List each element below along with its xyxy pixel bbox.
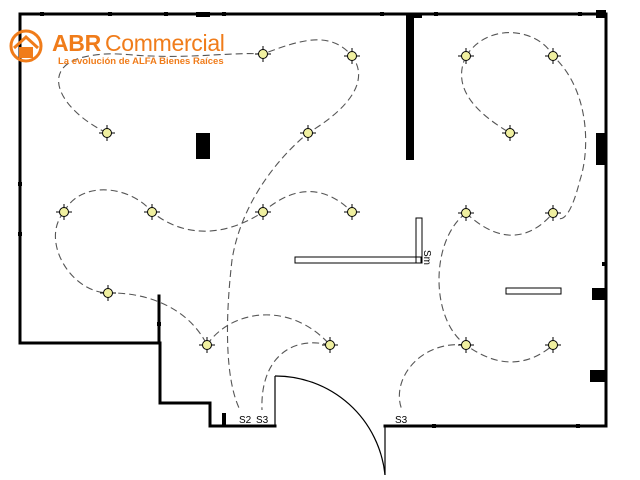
light-fixture-icon [344, 204, 360, 220]
counter-right [505, 287, 562, 295]
brand-tagline: La evolución de ALFA Bienes Raíces [58, 56, 224, 67]
column-right-3 [590, 370, 606, 382]
wall-left-outline [18, 12, 277, 428]
brand-rest: Commercial [104, 30, 225, 56]
light-fixture-icon [458, 205, 474, 221]
partition-center [406, 14, 414, 160]
outlets [18, 12, 606, 428]
lights [56, 46, 561, 353]
door-swing-arc [274, 375, 386, 476]
light-fixture-icon [545, 337, 561, 353]
outlet [434, 12, 438, 16]
light-fixture-icon [458, 48, 474, 64]
counter-upright [415, 217, 423, 264]
door [274, 375, 386, 476]
column-right-2 [592, 288, 606, 300]
light-fixture-icon [502, 125, 518, 141]
outlet [18, 182, 22, 186]
light-fixture-icon [344, 48, 360, 64]
light-fixture-icon [199, 337, 215, 353]
walls [18, 12, 608, 428]
circuits [54, 32, 587, 411]
counter-long [294, 256, 422, 264]
wall-top-mark-2 [596, 10, 606, 18]
switch-label-s2: S2 [239, 415, 252, 426]
brand-abbr: ABR [52, 30, 101, 56]
wall-main-outline [18, 12, 608, 428]
circuit-right-upper [461, 32, 587, 236]
light-fixture-icon [545, 48, 561, 64]
circuit-lower-middle [206, 314, 331, 411]
light-fixture-icon [255, 204, 271, 220]
circuit-top-left [58, 39, 360, 411]
outlet [108, 12, 112, 16]
outlet [432, 424, 436, 428]
outlet [40, 12, 44, 16]
light-fixture-icon [255, 46, 271, 62]
wall-top-mark-1 [196, 12, 210, 17]
outlet [578, 12, 582, 16]
house-logo-icon [9, 29, 43, 63]
switch-label-s3-left: S3 [256, 415, 269, 426]
outlet [18, 232, 22, 236]
outlet [602, 262, 606, 266]
outlet [164, 12, 168, 16]
column-right-1 [596, 133, 606, 165]
light-fixture-icon [99, 125, 115, 141]
light-fixture-icon [100, 285, 116, 301]
outlet [157, 322, 161, 326]
switch-label-s3-right: S3 [395, 415, 408, 426]
outlet [576, 424, 580, 428]
switch-label-sm: Sm [421, 250, 432, 265]
outlet [222, 413, 226, 426]
circuit-middle-left [54, 189, 353, 346]
partition-right-stub [414, 14, 422, 18]
outlet [222, 12, 226, 16]
light-fixture-icon [322, 337, 338, 353]
column-left [196, 133, 210, 159]
counters [294, 217, 562, 295]
partitions [196, 10, 606, 382]
light-fixture-icon [144, 204, 160, 220]
light-fixture-icon [545, 205, 561, 221]
light-fixture-icon [300, 125, 316, 141]
light-fixture-icon [56, 204, 72, 220]
outlet [380, 12, 384, 16]
light-fixture-icon [458, 337, 474, 353]
